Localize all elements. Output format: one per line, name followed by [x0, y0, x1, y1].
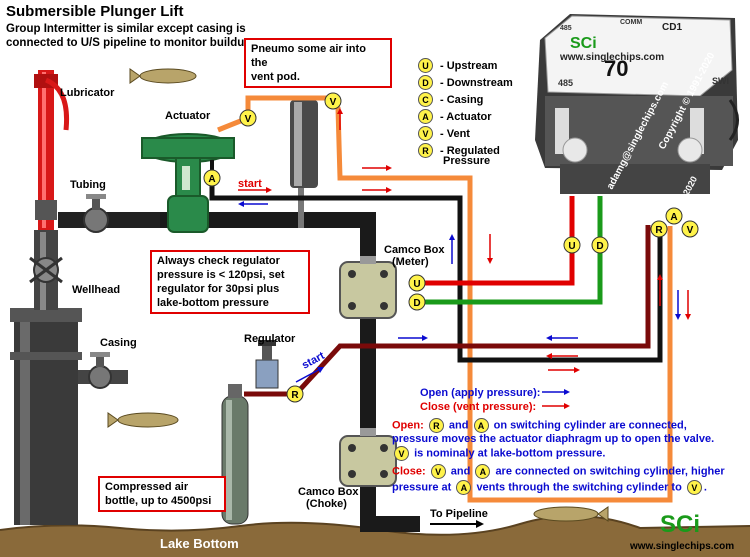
- page-title: Submersible Plunger Lift: [6, 3, 184, 20]
- legend-row-c: C- Casing: [418, 92, 483, 107]
- downstream-line-green: [418, 196, 603, 305]
- label-lubricator: Lubricator: [60, 87, 115, 99]
- check-line3: regulator for 30psi plus: [157, 283, 280, 295]
- open-note-line1: Open: R and A on switching cylinder are …: [392, 418, 687, 433]
- check-line1: Always check regulator: [157, 255, 280, 267]
- check-line2: pressure is < 120psi, set: [157, 269, 285, 281]
- fish-icon: [107, 68, 609, 522]
- legend-row-r-extra: Pressure: [443, 155, 491, 167]
- legend-row-r: R- Regulated: [418, 143, 500, 158]
- close-legend-text: Close (vent pressure):: [420, 401, 537, 413]
- camco-box-meter: [339, 256, 397, 319]
- casing-valve: [88, 365, 112, 389]
- air-line2: bottle, up to 4500psi: [105, 495, 212, 507]
- upstream-line-red: [418, 196, 575, 286]
- air-line1: Compressed air: [105, 481, 189, 493]
- open-note-line2: pressure moves the actuator diaphragm up…: [392, 433, 715, 445]
- close-note-line2: pressure at A vents through the switchin…: [392, 480, 707, 495]
- main-tubing-pipe: [160, 212, 375, 228]
- label-start-1: start: [238, 178, 262, 190]
- pneumo-note-line2: vent pod.: [251, 71, 300, 83]
- camco-box-choke: [339, 428, 397, 487]
- open-note-line3: V is nominaly at lake-bottom pressure.: [392, 446, 605, 461]
- label-casing: Casing: [100, 337, 137, 349]
- footer-logo: SCi: [660, 511, 700, 538]
- label-wellhead: Wellhead: [72, 284, 121, 296]
- actuator-line-black: [209, 175, 663, 363]
- label-camco-choke-1: Camco Box: [298, 486, 359, 498]
- flow-arrows: [238, 108, 691, 528]
- legend-row-u: U- Upstream: [418, 58, 497, 73]
- pneumo-note-line1: Pneumo some air into the: [251, 43, 366, 69]
- air-bottle-box: Compressed air bottle, up to 4500psi: [98, 476, 226, 512]
- tubing-valve: [83, 207, 109, 233]
- regulator-body: [255, 359, 279, 389]
- regulator-check-box: Always check regulator pressure is < 120…: [150, 250, 310, 314]
- label-to-pipeline: To Pipeline: [430, 508, 488, 520]
- open-legend-text: Open (apply pressure):: [420, 387, 541, 399]
- legend-row-v: V- Vent: [418, 126, 470, 141]
- tubing-pipe-left: [58, 212, 168, 228]
- subtitle-line1: Group Intermitter is similar except casi…: [6, 23, 246, 35]
- label-camco-meter-2: (Meter): [392, 256, 429, 268]
- lake-bottom-ground: [0, 515, 750, 557]
- close-note-line1: Close: V and A are connected on switchin…: [392, 464, 725, 479]
- regulated-line-darkred: [244, 225, 651, 397]
- check-line4: lake-bottom pressure: [157, 297, 269, 309]
- subtitle-line2: connected to U/S pipeline to monitor bui…: [6, 37, 252, 49]
- actuator-valve-body: [167, 195, 209, 233]
- footer-url: www.singlechips.com: [630, 541, 735, 552]
- switching-device: [535, 14, 739, 194]
- label-tubing: Tubing: [70, 179, 106, 191]
- label-camco-meter-1: Camco Box: [384, 244, 445, 256]
- legend-row-d: D- Downstream: [418, 75, 513, 90]
- label-camco-choke-2: (Choke): [306, 498, 347, 510]
- label-actuator: Actuator: [165, 110, 211, 122]
- outlet-pipe: [360, 516, 420, 532]
- casing-flange: [10, 308, 82, 322]
- label-regulator: Regulator: [244, 333, 296, 345]
- pneumo-note-box: Pneumo some air into the vent pod.: [244, 38, 392, 88]
- legend-row-a: A- Actuator: [418, 109, 492, 124]
- label-lake-bottom: Lake Bottom: [160, 536, 239, 551]
